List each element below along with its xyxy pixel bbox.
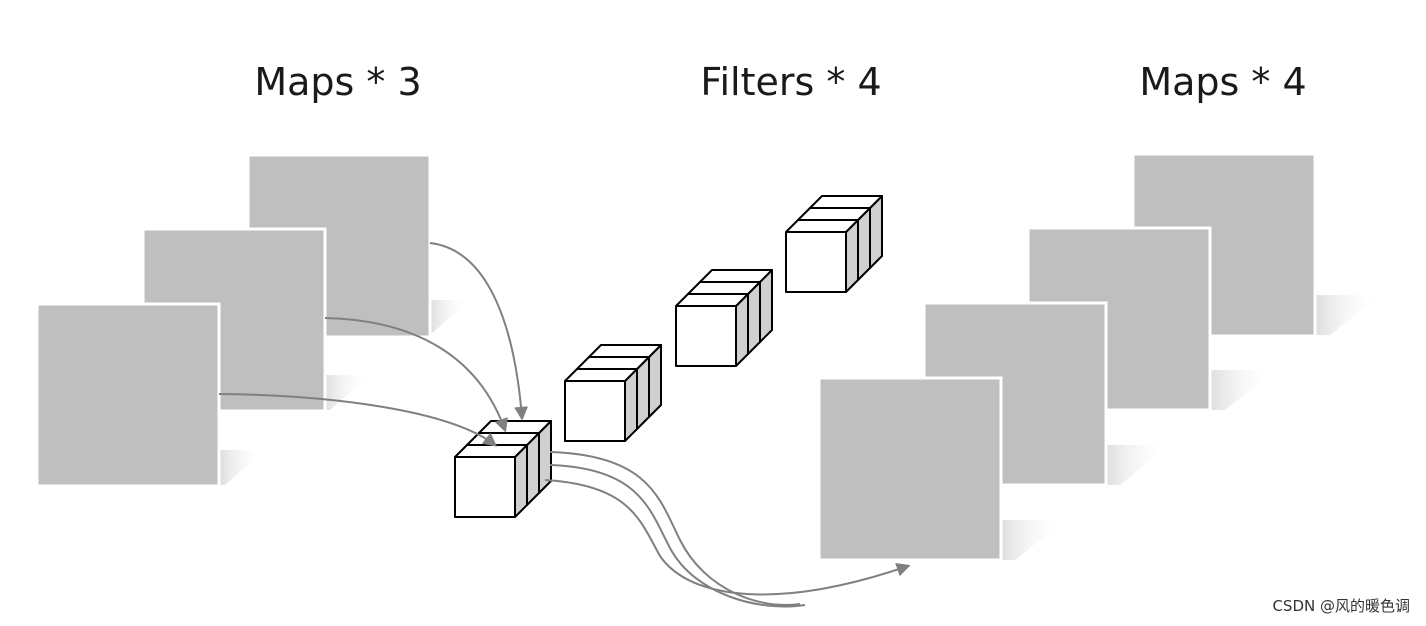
- output-arrows: [544, 451, 911, 608]
- filters-group: [454, 195, 883, 518]
- cube-top-face: [687, 281, 761, 295]
- filter-1: [454, 420, 552, 518]
- input-maps: [35, 153, 470, 488]
- cube-top-face: [809, 195, 883, 209]
- filter-3: [675, 269, 773, 367]
- output-map-4: [817, 376, 1065, 562]
- cube-top-face: [564, 368, 638, 382]
- cube-top-face: [797, 207, 871, 221]
- cube-top-face: [576, 356, 650, 370]
- filters-label: Filters * 4: [700, 60, 882, 104]
- filter-4: [785, 195, 883, 293]
- cube-top-face: [454, 444, 528, 458]
- cube-top-face: [699, 269, 773, 283]
- arrow-from-front-map: [218, 393, 498, 447]
- cube-top-face: [478, 420, 552, 434]
- cube-front-face: [675, 305, 737, 367]
- filter-3-cube-3: [675, 293, 749, 367]
- filter-2: [564, 344, 662, 442]
- filter-1-cube-3: [454, 444, 528, 518]
- input-map-front: [35, 302, 265, 488]
- arrow-out-3: [544, 479, 911, 596]
- input-maps-label: Maps * 3: [254, 60, 422, 104]
- cube-top-face: [785, 219, 859, 233]
- cube-front-face: [564, 380, 626, 442]
- cube-top-face: [588, 344, 662, 358]
- cube-top-face: [675, 293, 749, 307]
- watermark: CSDN @风的暖色调: [1272, 597, 1410, 615]
- output-maps-label: Maps * 4: [1139, 60, 1307, 104]
- cube-front-face: [454, 456, 516, 518]
- arrow-out-1: [549, 451, 801, 606]
- filter-4-cube-3: [785, 219, 859, 293]
- arrow-from-back-map: [429, 242, 529, 421]
- input-arrows: [218, 242, 529, 447]
- filter-2-cube-3: [564, 368, 638, 442]
- output-maps: [817, 152, 1380, 562]
- arrow-out-2: [549, 464, 806, 608]
- arrow-from-middle-map: [324, 317, 508, 433]
- cube-front-face: [785, 231, 847, 293]
